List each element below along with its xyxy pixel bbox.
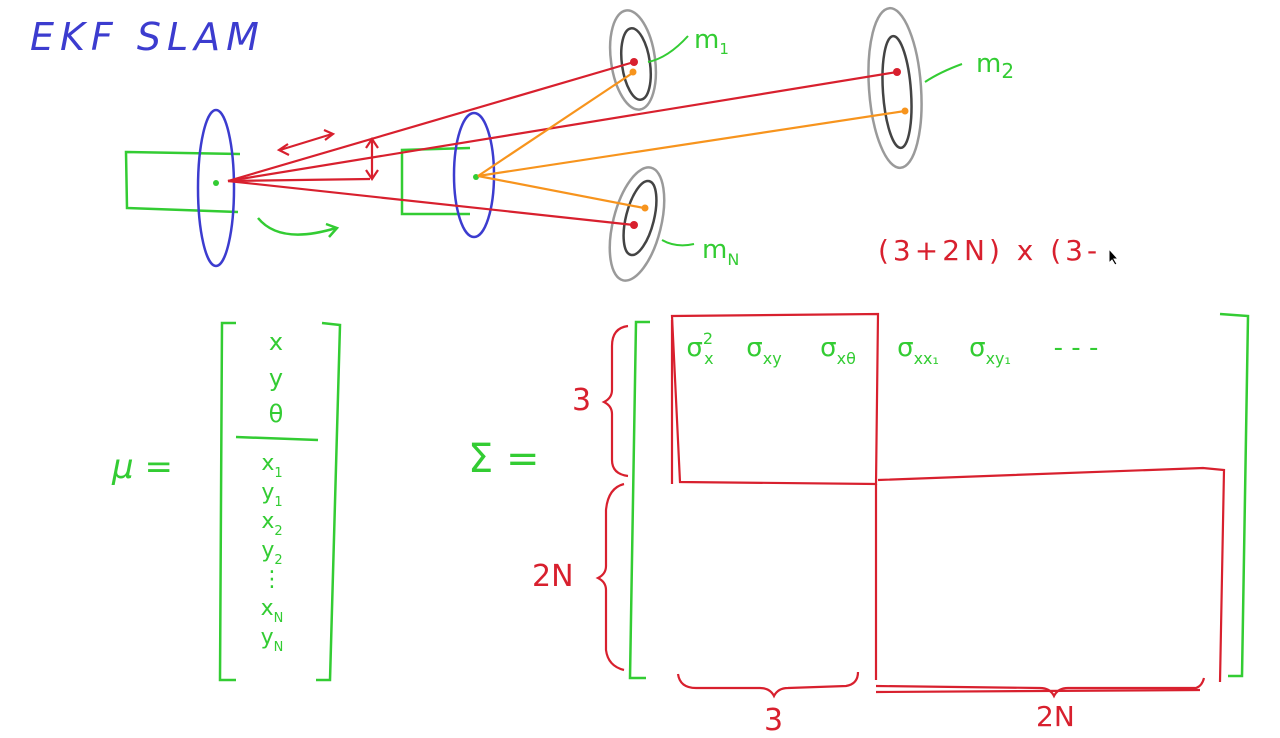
landmark-point-mN [630,221,638,229]
pose-uncertainty-1 [196,108,236,268]
motion-arrow [257,217,340,238]
ray-to-m1 [227,60,635,183]
landmark-estimate-m1 [629,68,637,76]
landmark-outer-uncertainty [867,6,923,170]
brace-rows-bottom [595,482,625,672]
mu-entry-landmark: y2 [261,538,282,568]
ray-to-m2 [477,109,906,178]
label-mN: mN [661,235,739,269]
brace-cols-left [676,671,860,699]
landmark-inner-uncertainty [881,34,913,150]
mu-entry-pose: y [269,364,283,392]
mu-entry-landmark: y1 [261,480,282,510]
robot-body-1 [124,150,241,214]
landmark-m2 [867,6,923,170]
right-bracket [1219,312,1250,678]
block-partition [670,312,1226,683]
mu-entry-landmark: ⋮ [261,567,283,592]
mu-entry-landmark: xN [261,596,284,626]
label-cols-landmarks: 2N [1036,700,1075,733]
right-bracket [316,321,342,682]
landmark-estimate-mN [641,204,649,212]
mu-entry-landmark: yN [261,625,284,655]
landmark-mN [608,166,666,282]
sigma-entry: σxx₁ [897,333,939,368]
label-rows-landmarks: 2N [532,559,574,594]
robot-pose-2 [400,111,496,239]
label-rows-pose: 3 [572,383,591,418]
pose-uncertainty-2 [452,111,496,239]
ray-to-mN [227,179,635,227]
ray-to-m1 [477,71,635,177]
pose-separator [235,435,319,442]
landmark-point-m1 [630,58,638,66]
svg-text:m1: m1 [694,25,729,58]
robot-center-1 [213,180,219,186]
observation-rays-pose-1 [227,60,898,227]
mouse-pointer-icon [1108,248,1120,266]
svg-text:m2: m2 [976,49,1014,83]
landmark-outer-uncertainty [608,9,658,111]
landmark-inner-uncertainty [622,179,658,257]
brace-cols-right [875,677,1206,699]
covariance-dimension: (3+2N) x (3- [878,234,1101,267]
mu-entry-landmark: x2 [261,509,282,539]
robot-pose-1 [124,108,241,268]
brace-rows-top [601,324,629,478]
robot-body-2 [400,146,471,216]
range-arrow [276,128,336,156]
bearing-arrow [365,137,379,181]
ray-to-mN [477,174,645,210]
robot-center-2 [473,174,479,180]
landmark-point-m2 [893,68,901,76]
title: EKF SLAM [30,15,265,59]
svg-text:mN: mN [702,235,739,269]
sigma-entry: - - - [1054,333,1099,363]
label-m1: m1 [647,25,729,63]
ray-to-m2 [227,70,898,183]
landmark-estimate-m2 [901,107,909,115]
ray-heading [227,177,371,183]
label-cols-pose: 3 [764,703,783,738]
mu-entry-pose: θ [269,400,284,428]
label-m2: m2 [924,49,1014,83]
mu-symbol: μ = [111,447,173,487]
sigma-symbol: Σ = [468,436,540,482]
left-bracket [628,320,650,680]
sigma-entry: σxθ [820,333,856,368]
left-bracket [218,321,236,682]
sigma-entry: σxy [746,333,781,368]
landmark-outer-uncertainty [608,166,666,282]
landmark-block [877,466,1226,683]
mu-entry-pose: x [269,328,283,356]
mu-entry-landmark: x1 [261,451,282,481]
observation-rays-pose-2 [477,71,906,210]
sigma-entry: σxy₁ [969,333,1011,368]
